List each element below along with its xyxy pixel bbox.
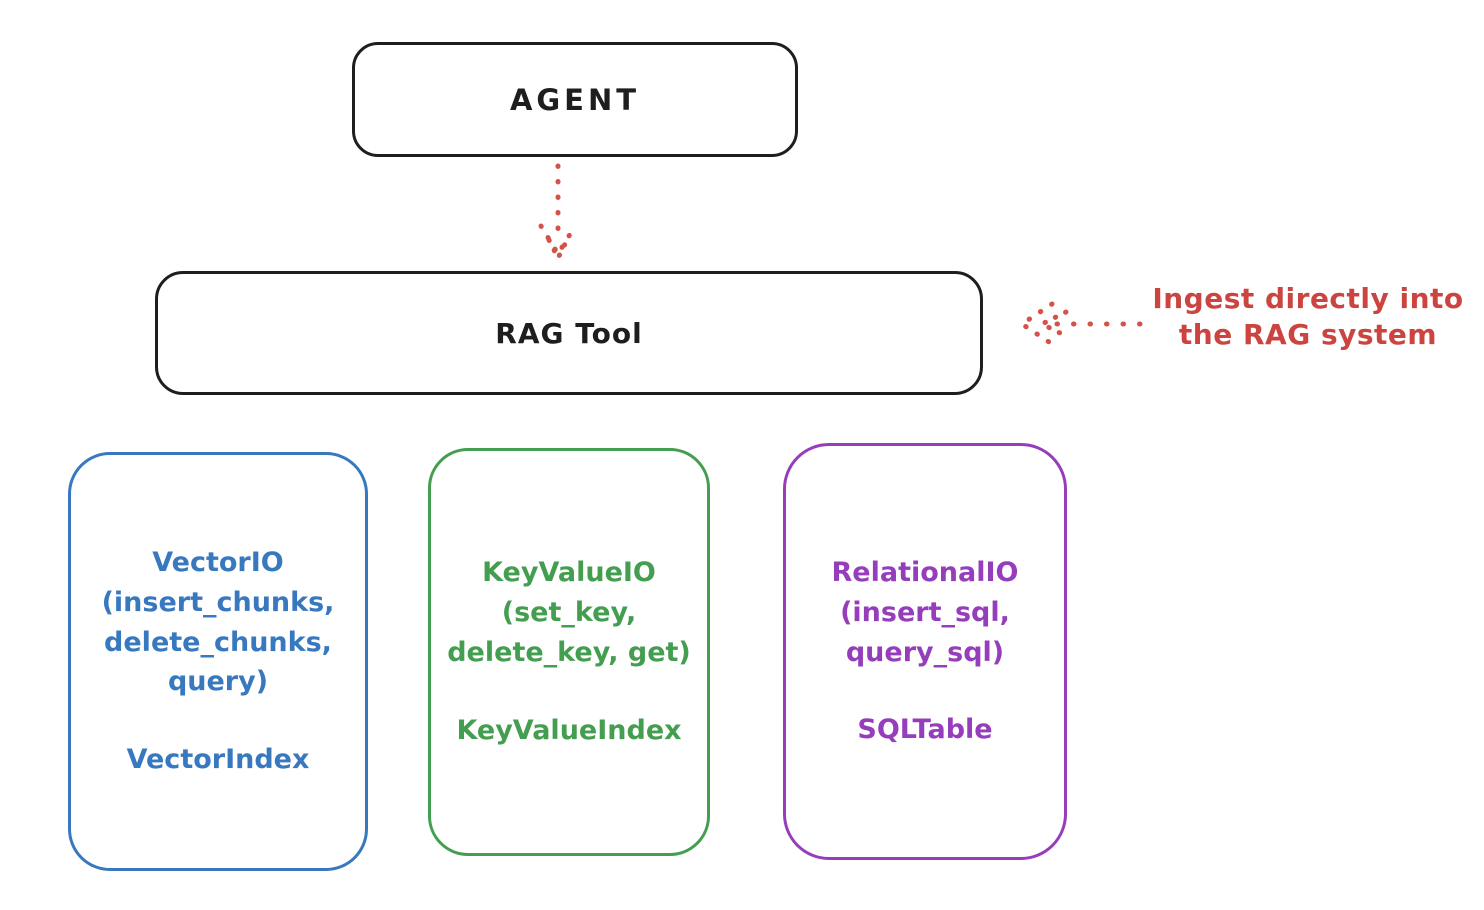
vector-io-methods: VectorIO (insert_chunks, delete_chunks, …: [101, 546, 335, 698]
relational-io-box: RelationalIO (insert_sql, query_sql) SQL…: [783, 443, 1067, 860]
keyvalue-io-methods: KeyValueIO (set_key, delete_key, get): [447, 557, 691, 668]
relational-io-methods: RelationalIO (insert_sql, query_sql): [831, 556, 1019, 668]
keyvalue-io-box: KeyValueIO (set_key, delete_key, get) Ke…: [428, 448, 710, 856]
vector-io-box: VectorIO (insert_chunks, delete_chunks, …: [68, 452, 368, 871]
arrow-annotation-to-ragtool-icon: [1017, 301, 1143, 347]
keyvalue-index-label: KeyValueIndex: [456, 714, 682, 746]
vector-index-label: VectorIndex: [126, 744, 310, 776]
annotation-ingest-note: Ingest directly into the RAG system: [1152, 282, 1464, 352]
sql-table-label: SQLTable: [857, 714, 993, 746]
agent-label: AGENT: [509, 82, 641, 117]
rag-tool-label: RAG Tool: [495, 316, 643, 350]
agent-box: AGENT: [352, 42, 798, 157]
rag-tool-box: RAG Tool: [155, 271, 983, 395]
arrow-agent-to-ragtool-icon: [538, 163, 578, 264]
